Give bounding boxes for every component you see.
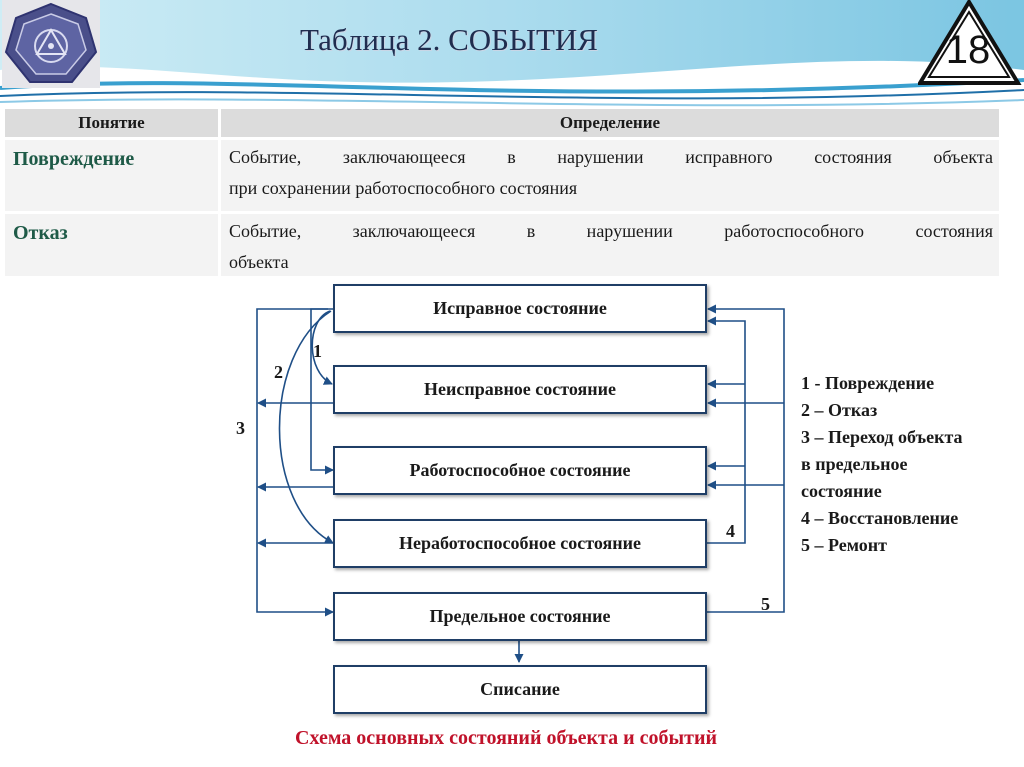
table-definition-damage: Событие, заключающееся в нарушении испра… xyxy=(221,140,999,211)
definition-line: Событие, заключающееся в нарушении испра… xyxy=(229,147,993,167)
diagram-legend: 1 - Повреждение 2 – Отказ 3 – Переход об… xyxy=(801,370,963,559)
definition-line: Событие, заключающееся в нарушении работ… xyxy=(229,221,993,241)
slide-number-triangle xyxy=(918,0,1022,85)
legend-item: 5 – Ремонт xyxy=(801,535,887,555)
state-faulty: Неисправное состояние xyxy=(333,365,707,414)
state-operable: Работоспособное состояние xyxy=(333,446,707,495)
events-table: Понятие Определение Повреждение Событие,… xyxy=(5,109,999,276)
legend-item: 1 - Повреждение xyxy=(801,373,935,393)
header-background xyxy=(0,0,1024,110)
table-term-damage: Повреждение xyxy=(13,148,135,170)
event-label-3: 3 xyxy=(236,418,245,438)
legend-item: 2 – Отказ xyxy=(801,400,878,420)
table-divider xyxy=(218,109,221,276)
state-serviceable: Исправное состояние xyxy=(333,284,707,333)
diagram-caption: Схема основных состояний объекта и событ… xyxy=(295,727,717,749)
university-logo xyxy=(2,0,100,88)
event-label-4: 4 xyxy=(726,521,735,541)
table-term-failure: Отказ xyxy=(13,222,68,244)
table-divider xyxy=(5,137,999,140)
event-label-2: 2 xyxy=(274,362,283,382)
definition-line: объекта xyxy=(229,252,289,272)
slide-title: Таблица 2. СОБЫТИЯ xyxy=(300,22,598,57)
legend-item: 3 – Переход объекта xyxy=(801,427,963,447)
state-write-off: Списание xyxy=(333,665,707,714)
slide-number: 18 xyxy=(945,28,991,72)
definition-line: при сохранении работоспособного состояни… xyxy=(229,178,578,198)
event-label-1: 1 xyxy=(313,341,322,361)
event-label-5: 5 xyxy=(761,594,770,614)
table-definition-failure: Событие, заключающееся в нарушении работ… xyxy=(221,214,999,276)
table-header-definition: Определение xyxy=(221,109,999,137)
table-divider xyxy=(5,211,999,214)
legend-item: состояние xyxy=(801,481,882,501)
state-limit: Предельное состояние xyxy=(333,592,707,641)
state-inoperable: Неработоспособное состояние xyxy=(333,519,707,568)
legend-item: в предельное xyxy=(801,454,908,474)
legend-item: 4 – Восстановление xyxy=(801,508,959,528)
table-header-concept: Понятие xyxy=(5,109,218,137)
